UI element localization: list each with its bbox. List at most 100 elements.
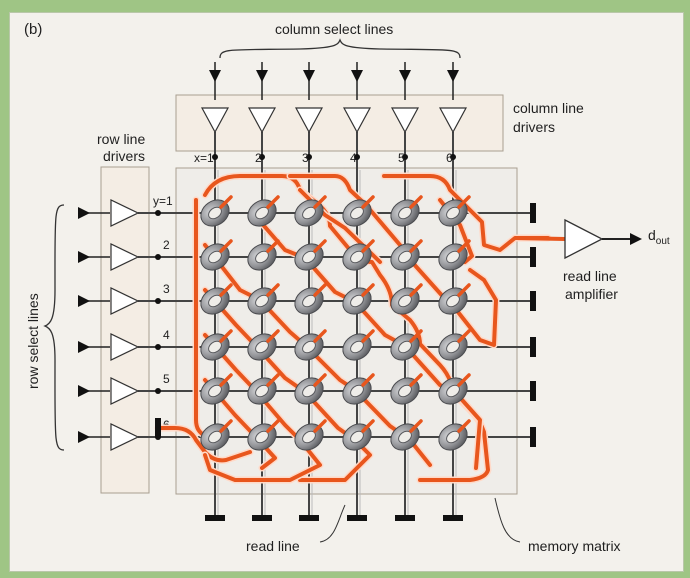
read-amplifier-triangle-icon: [564, 218, 604, 260]
core-read-thread: [361, 195, 375, 209]
core-hole: [350, 294, 364, 308]
read-line-segment: [203, 288, 372, 482]
core-read-thread: [361, 329, 375, 343]
column-terminal-icon: [252, 515, 272, 521]
core-read-thread: [266, 329, 280, 343]
core-icon: [342, 195, 375, 227]
core-hole: [350, 384, 364, 398]
core-hole: [350, 430, 364, 444]
core-icon: [342, 329, 375, 361]
core-icon: [294, 329, 327, 361]
row-terminal-icon: [530, 247, 536, 267]
column-select-arrow-icon: [447, 70, 459, 82]
column-terminal-icon: [205, 515, 225, 521]
core-icon: [247, 195, 280, 227]
column-select-brace: [219, 38, 461, 59]
core-hole: [398, 206, 412, 220]
core-read-thread: [219, 419, 233, 433]
core-read-thread: [361, 373, 375, 387]
row-node-dot: [155, 344, 161, 350]
core-read-thread: [219, 195, 233, 209]
core-hole: [350, 340, 364, 354]
core-read-thread: [266, 373, 280, 387]
row-driver-triangle-icon: [110, 287, 140, 315]
row-terminal-icon: [530, 203, 536, 223]
core-read-thread: [219, 329, 233, 343]
memory-matrix-leader: [494, 497, 521, 543]
core-hole: [302, 430, 316, 444]
core-hole: [302, 294, 316, 308]
read-amp-label-1: read line: [563, 268, 617, 284]
core-icon: [200, 195, 233, 227]
core-read-thread: [266, 419, 280, 433]
core-icon: [390, 373, 423, 405]
core-hole: [255, 206, 269, 220]
row-terminal-icon: [530, 381, 536, 401]
row-node-dot: [155, 254, 161, 260]
row-driver-triangle-icon: [110, 377, 140, 405]
output-label: dout: [648, 227, 670, 247]
core-icon: [247, 373, 280, 405]
core-icon: [294, 283, 327, 315]
column-select-arrow-icon: [351, 70, 363, 82]
core-read-thread: [313, 283, 327, 297]
column-node-dot: [450, 154, 456, 160]
row-driver-triangle-icon: [110, 333, 140, 361]
core-icon: [200, 239, 233, 271]
core-hole: [208, 340, 222, 354]
core-hole: [302, 384, 316, 398]
core-read-thread: [457, 195, 471, 209]
core-hole: [208, 384, 222, 398]
core-read-thread: [457, 419, 471, 433]
core-hole: [446, 294, 460, 308]
row-number-3: 3: [163, 282, 170, 296]
core-read-thread: [313, 329, 327, 343]
column-drivers-label-1: column line: [513, 100, 584, 116]
core-icon: [390, 329, 423, 361]
row-driver-triangle-icon: [110, 423, 140, 451]
core-hole: [398, 430, 412, 444]
read-amp-label-2: amplifier: [565, 286, 618, 302]
column-number-5: 5: [398, 151, 405, 165]
core-icon: [390, 419, 423, 451]
core-hole: [255, 340, 269, 354]
read-line-segment: [203, 333, 322, 482]
read-line-segment: [288, 174, 498, 347]
row-select-arrow-icon: [78, 251, 90, 263]
column-driver-triangle-icon: [390, 107, 420, 134]
core-icon: [294, 195, 327, 227]
core-hole: [302, 340, 316, 354]
core-read-thread: [457, 283, 471, 297]
core-icon: [438, 195, 471, 227]
core-icon: [342, 419, 375, 451]
core-icon: [390, 283, 423, 315]
column-node-dot: [306, 154, 312, 160]
column-terminal-icon: [395, 515, 415, 521]
core-icon: [390, 195, 423, 227]
row-driver-triangle-icon: [110, 243, 140, 271]
core-read-thread: [409, 283, 423, 297]
column-node-dot: [354, 154, 360, 160]
core-hole: [398, 250, 412, 264]
core-hole: [398, 294, 412, 308]
core-read-thread: [313, 239, 327, 253]
core-icon: [247, 239, 280, 271]
column-driver-triangle-icon: [342, 107, 372, 134]
column-number-3: 3: [302, 151, 309, 165]
row-select-arrow-icon: [78, 431, 90, 443]
column-select-arrow-icon: [399, 70, 411, 82]
column-driver-triangle-icon: [294, 107, 324, 134]
read-line-to-amplifier: [514, 236, 566, 241]
column-select-arrow-icon: [256, 70, 268, 82]
core-read-thread: [409, 329, 423, 343]
core-read-thread: [266, 283, 280, 297]
row-drivers-label-1: row line: [97, 131, 145, 147]
column-select-arrow-icon: [209, 70, 221, 82]
core-read-thread: [457, 329, 471, 343]
memory-matrix-label: memory matrix: [528, 538, 621, 554]
core-icon: [390, 239, 423, 271]
core-icon: [200, 283, 233, 315]
core-read-thread: [219, 283, 233, 297]
column-terminal-icon: [299, 515, 319, 521]
core-icon: [438, 329, 471, 361]
